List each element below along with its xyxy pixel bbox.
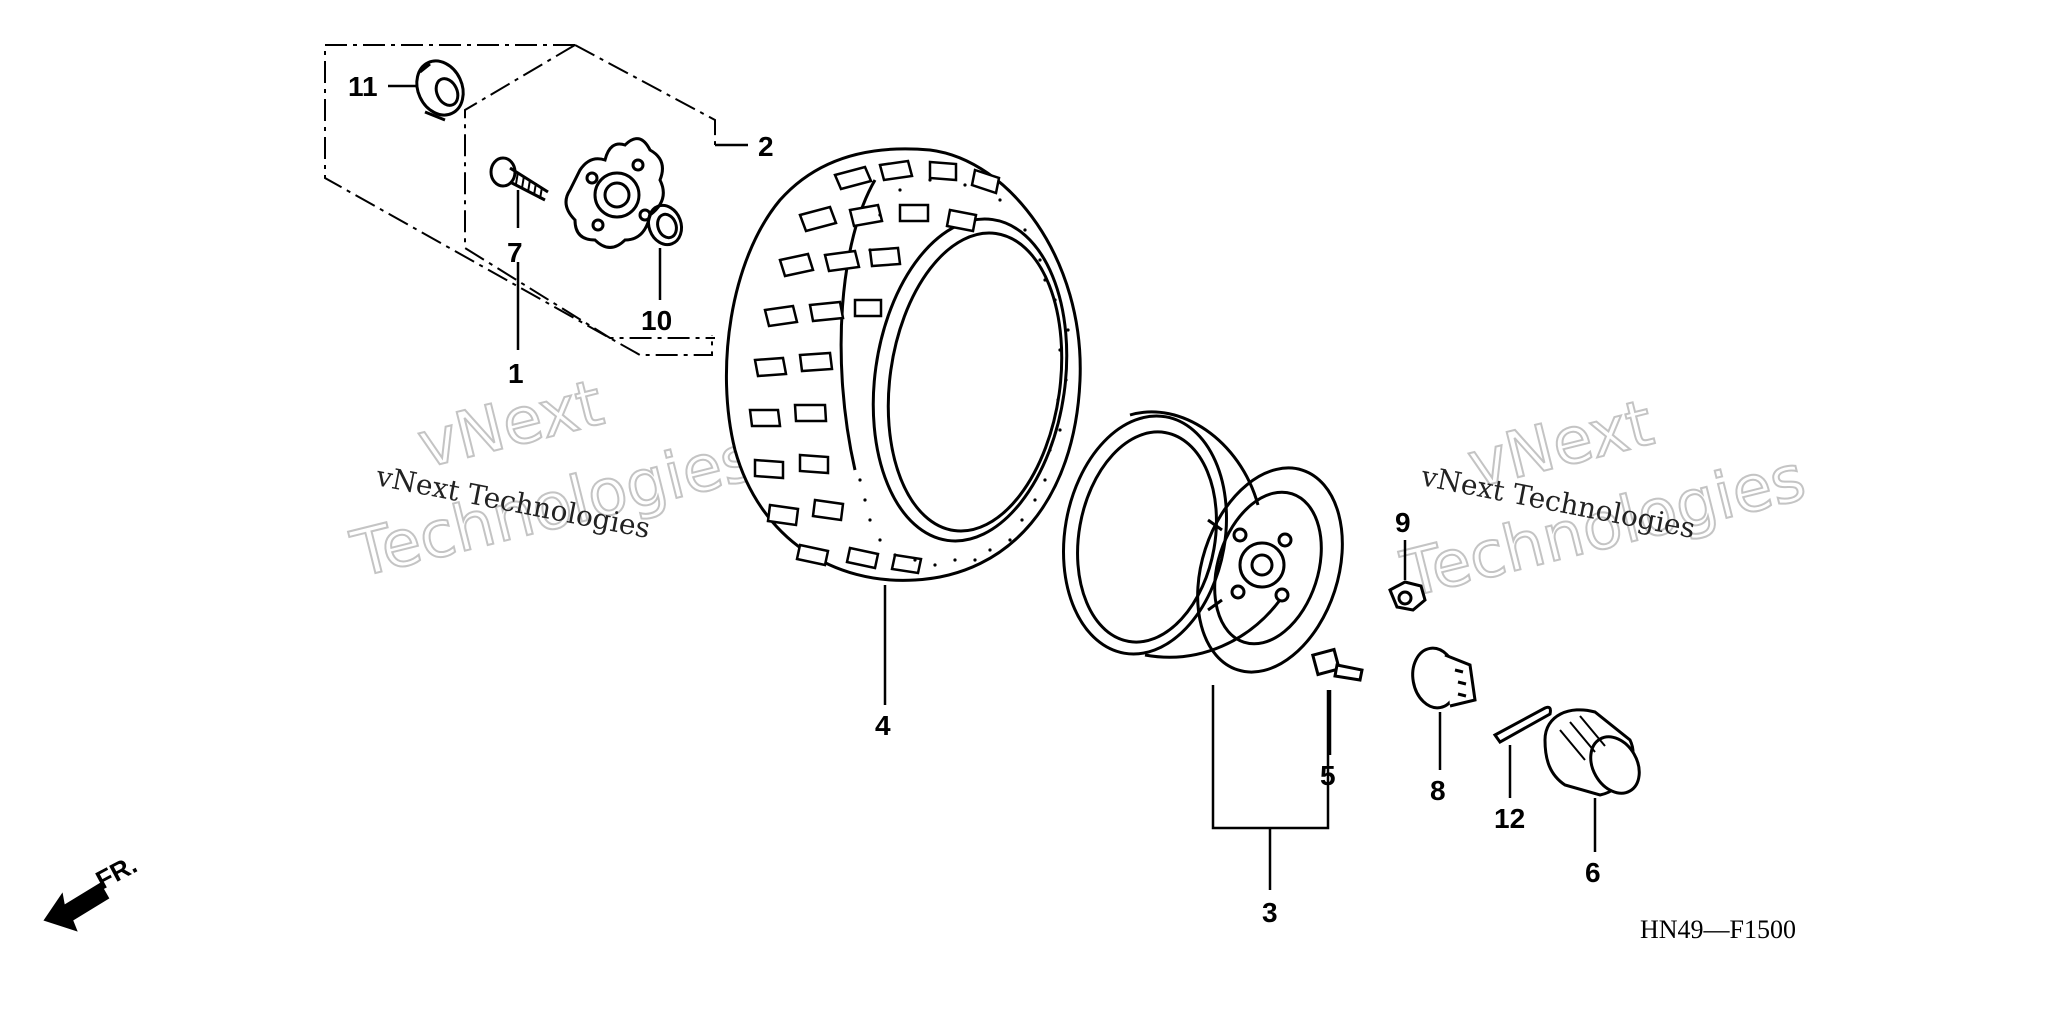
callout-11: 11 [348,71,378,102]
hub-flange [564,137,665,249]
part-4-tire [724,147,1082,582]
part-6-hub-cap [1543,708,1641,797]
callout-6: 6 [1585,857,1601,888]
callout-12: 12 [1494,803,1525,834]
leader-lines [388,84,1597,890]
callout-7: 7 [507,237,523,268]
callout-1: 1 [508,358,524,389]
part-9-nut [1388,580,1427,612]
part-8-castle-nut [1411,646,1477,710]
part-5-valve [1310,647,1364,682]
part-7-stud [489,156,549,202]
callout-9: 9 [1395,507,1411,538]
callout-5: 5 [1320,760,1336,791]
hub-assembly-group [324,44,716,356]
callout-8: 8 [1430,775,1446,806]
callout-4: 4 [875,710,891,741]
assembly-2-outline [464,44,715,339]
front-direction-arrow-icon: FR. [43,849,142,932]
callout-2: 2 [758,131,774,162]
diagram-code: HN49—F1500 [1640,915,1796,944]
assembly-1-outline [324,44,713,356]
assembly-1-outline-right [574,44,716,145]
part-3-rim [1062,410,1344,674]
callout-3: 3 [1262,897,1278,928]
part-11-cap [415,59,465,122]
leader-3-bracket [1211,685,1330,830]
callout-10: 10 [641,305,672,336]
part-10-bearing [646,203,684,247]
part-12-cotter-pin [1492,705,1552,744]
